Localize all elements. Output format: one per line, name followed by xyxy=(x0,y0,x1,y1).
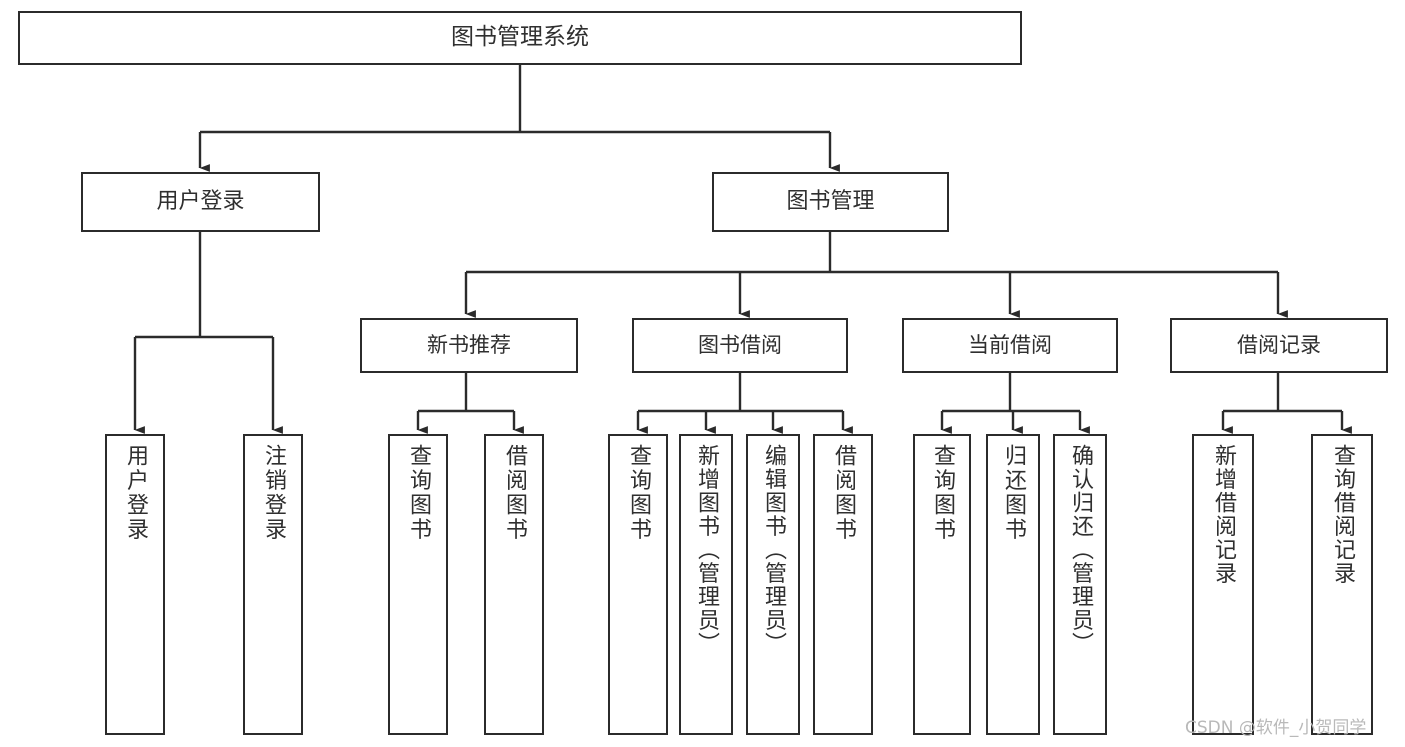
node-label: 查询图书 xyxy=(406,444,431,542)
node-label: 查询借阅记录 xyxy=(1330,444,1355,585)
node-label: 确认归还（管理员） xyxy=(1068,444,1093,656)
node-label: 借阅图书 xyxy=(502,444,527,542)
node-user-login[interactable]: 用户登录 xyxy=(81,172,320,232)
node-leaf-logout[interactable]: 注销登录 xyxy=(243,434,303,735)
node-leaf-edit-book[interactable]: 编辑图书（管理员） xyxy=(746,434,800,735)
node-new-book-rec[interactable]: 新书推荐 xyxy=(360,318,578,373)
node-leaf-add-book[interactable]: 新增图书（管理员） xyxy=(679,434,733,735)
node-book-manage[interactable]: 图书管理 xyxy=(712,172,949,232)
node-leaf-user-login[interactable]: 用户登录 xyxy=(105,434,165,735)
node-leaf-confirm-return[interactable]: 确认归还（管理员） xyxy=(1053,434,1107,735)
node-current-borrow[interactable]: 当前借阅 xyxy=(902,318,1118,373)
node-label: 新增借阅记录 xyxy=(1211,444,1236,585)
node-label: 图书管理 xyxy=(786,189,875,215)
node-label: 借阅图书 xyxy=(831,444,856,542)
node-label: 当前借阅 xyxy=(968,333,1052,358)
node-label: 新增图书（管理员） xyxy=(694,444,719,656)
node-label: 用户登录 xyxy=(156,189,245,215)
node-leaf-borrow-book-1[interactable]: 借阅图书 xyxy=(484,434,544,735)
node-leaf-query-record[interactable]: 查询借阅记录 xyxy=(1311,434,1373,735)
node-borrow-record[interactable]: 借阅记录 xyxy=(1170,318,1388,373)
node-label: 用户登录 xyxy=(123,444,148,542)
node-leaf-query-book-3[interactable]: 查询图书 xyxy=(913,434,971,735)
node-leaf-query-book-1[interactable]: 查询图书 xyxy=(388,434,448,735)
node-label: 查询图书 xyxy=(930,444,955,542)
node-label: 图书借阅 xyxy=(698,333,782,358)
node-label: 编辑图书（管理员） xyxy=(761,444,786,656)
node-leaf-borrow-book-2[interactable]: 借阅图书 xyxy=(813,434,873,735)
node-label: 注销登录 xyxy=(261,444,286,542)
node-book-borrow[interactable]: 图书借阅 xyxy=(632,318,848,373)
node-label: 图书管理系统 xyxy=(451,24,589,51)
node-label: 借阅记录 xyxy=(1237,333,1321,358)
node-label: 查询图书 xyxy=(626,444,651,542)
csdn-watermark: CSDN @软件_小贺同学 xyxy=(1185,718,1367,738)
node-leaf-add-record[interactable]: 新增借阅记录 xyxy=(1192,434,1254,735)
node-root-system[interactable]: 图书管理系统 xyxy=(18,11,1022,65)
node-label: 新书推荐 xyxy=(427,333,511,358)
node-leaf-query-book-2[interactable]: 查询图书 xyxy=(608,434,668,735)
node-leaf-return-book[interactable]: 归还图书 xyxy=(986,434,1040,735)
node-label: 归还图书 xyxy=(1001,444,1026,542)
